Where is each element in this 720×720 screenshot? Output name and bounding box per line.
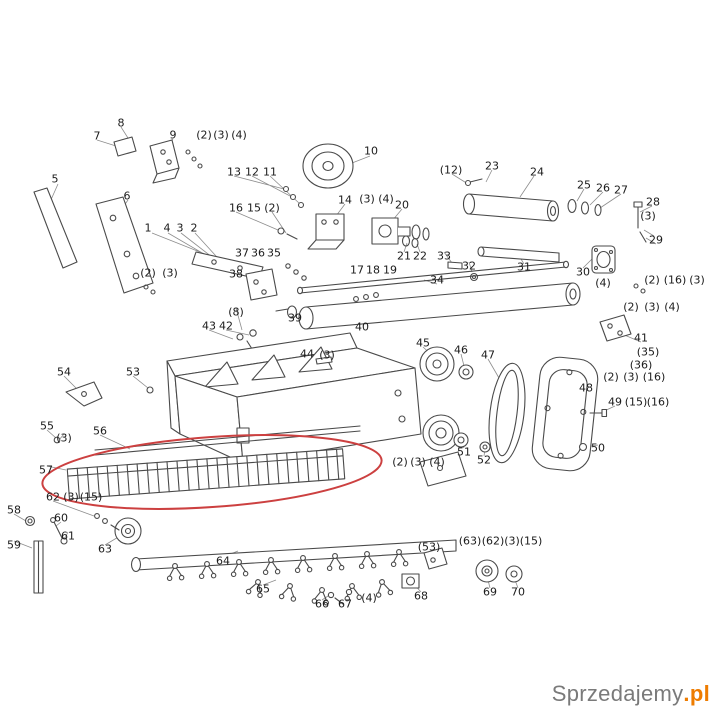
rotor-shaft-flails (94, 356, 523, 606)
belt-guard (531, 356, 608, 472)
watermark-text: Sprzedajemy (551, 681, 684, 706)
watermark-suffix: .pl (683, 681, 710, 706)
hitch-bracket-gearbox (191, 213, 430, 280)
left-support-plates (33, 187, 156, 295)
top-mounting-brackets (113, 136, 203, 184)
highlight-ellipse (41, 434, 383, 510)
upper-roller-assembly (447, 178, 647, 282)
top-drum-pulley (282, 143, 354, 209)
watermark: Sprzedajemy.pl (552, 681, 710, 707)
left-stand-hardware (24, 515, 68, 594)
drive-pulleys-belt (419, 346, 526, 464)
rear-roller (236, 260, 646, 353)
main-housing (53, 332, 467, 487)
